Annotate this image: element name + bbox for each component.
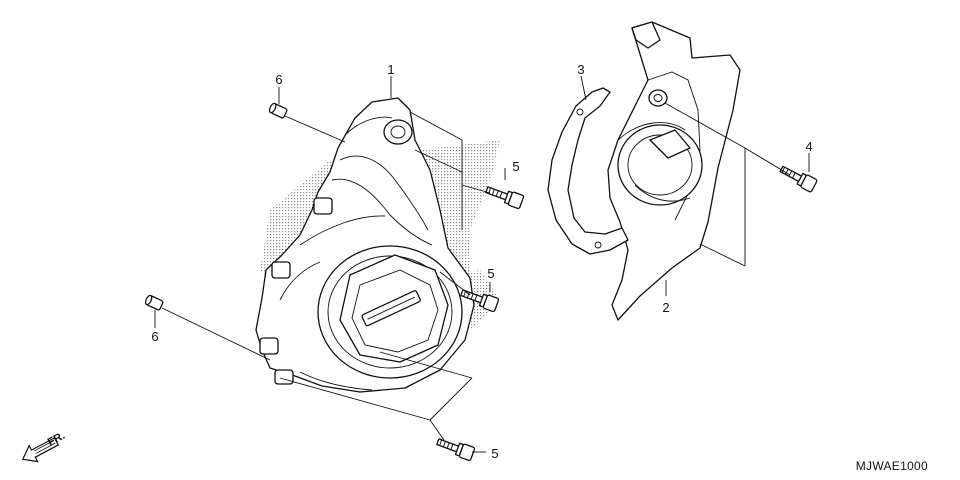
callout-4: 4: [805, 139, 812, 154]
sprocket-cover-guide-plate: [547, 87, 629, 255]
diagram-code: MJWAE1000: [856, 459, 928, 473]
callout-6-upper: 6: [275, 72, 282, 87]
bolt-part-4: [779, 165, 818, 193]
front-direction-indicator: FR.: [21, 430, 67, 463]
callout-labels: 1 2 3 4 5 5 5 6 6: [151, 62, 812, 461]
left-crankcase-cover: [255, 97, 475, 393]
bolt-part-5-upper: [485, 186, 525, 210]
leader-lines: [154, 75, 810, 453]
callout-3: 3: [577, 62, 584, 77]
callout-5-upper: 5: [512, 159, 519, 174]
dowel-pin-part-6-upper: [268, 102, 288, 119]
callout-2: 2: [662, 300, 669, 315]
drive-sprocket-cover: [607, 21, 741, 321]
callout-5-lower: 5: [491, 446, 498, 461]
bolt-part-5-lower: [436, 438, 476, 462]
callout-6-lower: 6: [151, 329, 158, 344]
bolt-part-5-middle: [460, 289, 500, 313]
dowel-pin-part-6-lower: [144, 294, 164, 311]
callout-1: 1: [387, 62, 394, 77]
front-direction-label: FR.: [46, 430, 67, 449]
callout-5-middle: 5: [487, 266, 494, 281]
front-arrow-icon: [21, 437, 60, 463]
